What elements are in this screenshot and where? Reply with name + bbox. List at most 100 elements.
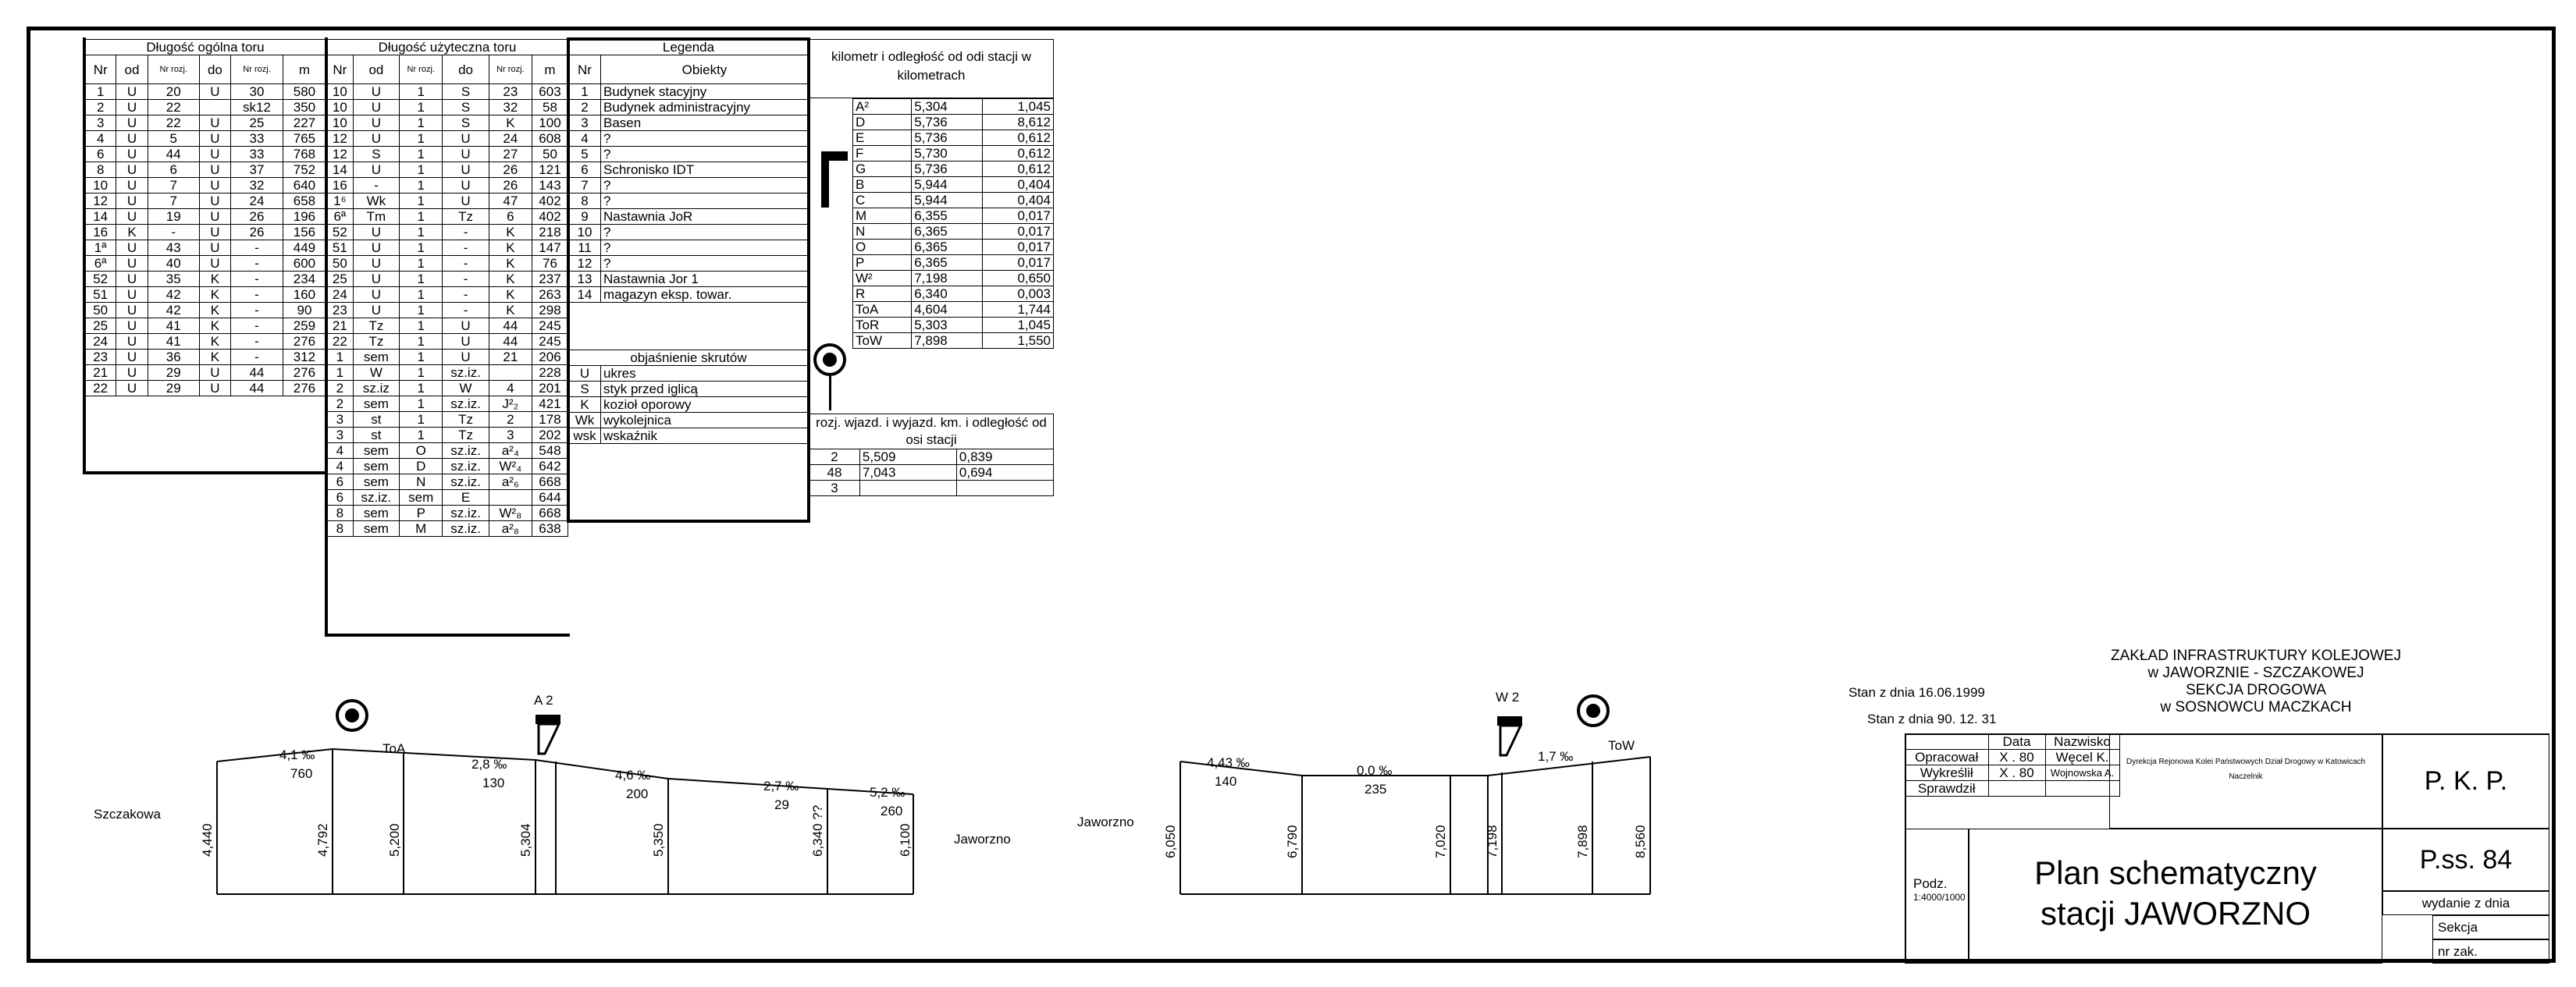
table-cell: 6,355 [911, 208, 984, 224]
signal-tow-label: ToW [1608, 738, 1635, 753]
col-obj: Obiekty [600, 55, 809, 84]
table-cell: 580 [282, 83, 327, 100]
table-cell: 7,898 [911, 332, 984, 349]
table-cell: 19 [147, 208, 200, 225]
row-label: Sprawdził [1905, 780, 1989, 797]
table-cell: U [198, 83, 232, 100]
table-cell: 52 [326, 224, 354, 240]
table-cell: U [442, 349, 489, 365]
km-label: 7,020 [1433, 825, 1448, 858]
row-name [2044, 780, 2120, 797]
table-cell: sz.iz. [442, 520, 489, 537]
stan-1: Stan z dnia 16.06.1999 [1848, 685, 1985, 700]
table-cell: 22 [84, 380, 117, 396]
row-date: X . 80 [1987, 749, 2046, 765]
table-cell: 58 [531, 99, 569, 115]
table-cell: 5,509 [859, 449, 957, 465]
table-cell: 7,043 [859, 464, 957, 481]
table-cell: 1,744 [982, 301, 1054, 318]
table-cell: 1,045 [982, 98, 1054, 115]
abbr-val: ukres [600, 365, 809, 382]
table-cell: Schronisko IDT [600, 162, 809, 178]
table-cell: sz.iz. [442, 364, 489, 381]
table-cell: U [442, 318, 489, 334]
table-cell: 0,612 [982, 130, 1054, 146]
col-header: Nr rozj. [230, 55, 283, 84]
table-cell: 449 [282, 240, 327, 256]
col-nr: Nr [568, 55, 601, 84]
table-cell: O [852, 239, 913, 255]
table-cell: 160 [282, 286, 327, 303]
name-header: Nazwisko [2044, 733, 2120, 750]
row-date: X . 80 [1987, 765, 2046, 781]
table-cell: 0,003 [982, 286, 1054, 302]
table-cell: 0,017 [982, 223, 1054, 240]
table-cell: 26 [488, 162, 532, 178]
scale-label: 1:4000/1000 [1913, 892, 1966, 903]
grade-label: 0,0 ‰ [1357, 763, 1393, 778]
table-cell: ToA [852, 301, 913, 318]
table-cell: 218 [531, 224, 569, 240]
table-cell: U [198, 380, 232, 396]
table-cell: 0,404 [982, 176, 1054, 193]
col-header: Nr rozj. [488, 55, 532, 84]
table-cell: M [399, 520, 443, 537]
sekcja-box: Sekcja [2432, 915, 2549, 939]
nrzak-box: nr zak. [2432, 939, 2549, 964]
stan-2: Stan z dnia 90. 12. 31 [1867, 712, 1997, 726]
table-cell: J²₂ [488, 396, 532, 412]
table-cell: 12 [84, 193, 117, 209]
table-cell: E [852, 130, 913, 146]
table-cell: G [852, 161, 913, 177]
length-label: 260 [881, 804, 903, 818]
table-cell: 16 [326, 177, 354, 193]
grade-label: 4,1 ‰ [279, 747, 315, 762]
table-switches: rozj. wjazd. i wyjazd. km. i odległość o… [809, 414, 1055, 496]
table-cell: a²₈ [488, 520, 532, 537]
length-label: 29 [774, 797, 789, 812]
table-cell: 6,365 [911, 254, 984, 271]
table-cell: 5,730 [911, 145, 984, 162]
table-cell: 2 [809, 449, 860, 465]
table-cell: sz.iz. [442, 442, 489, 459]
table-cell: 6,340 [911, 286, 984, 302]
table-cell: sz.iz. [442, 396, 489, 412]
table-cell: 603 [531, 83, 569, 100]
table-cell: 143 [531, 177, 569, 193]
grade-label: 2,8 ‰ [471, 757, 507, 772]
abbr-key: wsk [568, 428, 601, 444]
signal-icon [813, 343, 846, 376]
table-cell: 227 [282, 115, 327, 131]
table-cell: 50 [326, 255, 354, 272]
station-left-2: Jaworzno [1077, 815, 1134, 829]
table-cell: 4,604 [911, 301, 984, 318]
table-cell: U [116, 255, 148, 272]
table-cell: 22 [147, 115, 200, 131]
table-cell: 21 [488, 349, 532, 365]
table-cell: sem [352, 520, 400, 537]
col-header: Nr rozj. [147, 55, 200, 84]
table-cell: 228 [531, 364, 569, 381]
table-cell: 23 [488, 83, 532, 100]
table-cell: 5,944 [911, 176, 984, 193]
table-cell: 7,198 [911, 270, 984, 286]
